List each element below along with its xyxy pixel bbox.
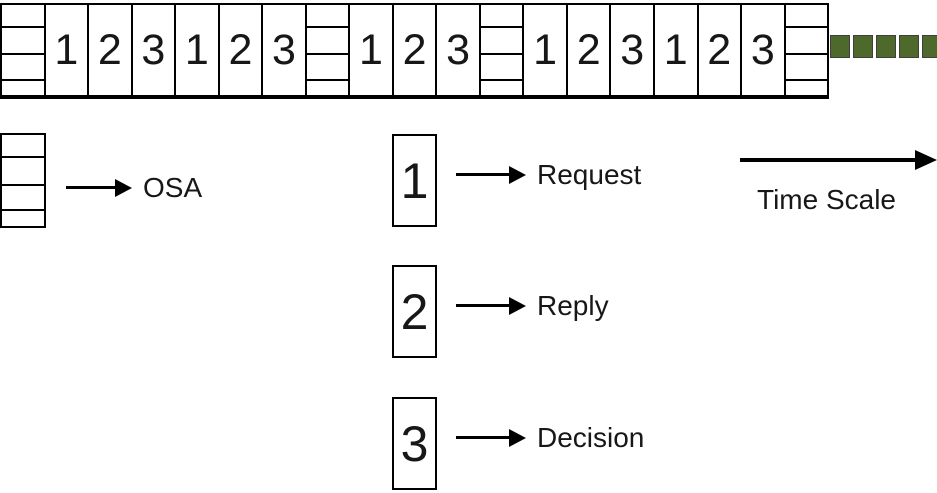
strip-cell-slot-2: 2: [89, 5, 133, 95]
continuation-square: [899, 35, 919, 58]
strip-cell-slot-3: 3: [742, 5, 786, 95]
continuation-square: [853, 35, 873, 58]
strip-cell-slot-3: 3: [133, 5, 177, 95]
legend-row-reply: 2 Reply: [392, 265, 609, 358]
osa-symbol-row: [306, 55, 349, 81]
continuation-square: [876, 35, 896, 58]
continuation-square: [922, 35, 937, 58]
strip-cell-osa: [785, 5, 828, 95]
osa-symbol-row: [2, 5, 44, 28]
request-label: Request: [537, 158, 642, 190]
slot-1-box: 1: [392, 134, 437, 227]
slot-2-box: 2: [392, 265, 437, 358]
arrow-line: [456, 173, 509, 176]
time-scale-group: Time Scale: [740, 150, 937, 216]
strip-cell-slot-1: 1: [655, 5, 699, 95]
strip-cell-slot-2: 2: [394, 5, 438, 95]
osa-symbol: [0, 133, 46, 228]
arrow-line: [456, 304, 509, 307]
time-scale-label: Time Scale: [757, 184, 897, 215]
osa-symbol: [2, 5, 44, 95]
osa-symbol: [785, 5, 828, 95]
decision-label: Decision: [537, 421, 645, 453]
osa-symbol-row: [785, 55, 828, 81]
strip-cell-slot-1: 1: [524, 5, 568, 95]
strip-cell-slot-3: 3: [611, 5, 655, 95]
legend-arrow: [456, 428, 526, 447]
osa-label: OSA: [143, 171, 203, 203]
legend-arrow: [456, 165, 526, 184]
osa-symbol-row: [785, 28, 828, 56]
strip-cell-slot-2: 2: [699, 5, 743, 95]
continuation-squares: [830, 35, 937, 58]
continuation-square: [830, 35, 850, 58]
osa-symbol-row: [2, 211, 44, 226]
osa-symbol-row: [307, 81, 349, 95]
osa-symbol-row: [2, 135, 44, 158]
arrow-head-icon: [509, 165, 526, 184]
legend-arrow: [66, 178, 132, 197]
osa-symbol-row: [2, 55, 44, 81]
strip-cell-slot-3: 3: [263, 5, 307, 95]
osa-symbol-row: [786, 81, 828, 95]
osa-symbol-row: [2, 28, 44, 56]
osa-symbol-row: [2, 81, 44, 95]
arrow-head-icon: [915, 150, 937, 170]
osa-symbol-row: [785, 5, 828, 28]
strip-cell-osa: [480, 5, 525, 95]
osa-symbol-row: [480, 28, 523, 56]
strip-cell-osa: [2, 5, 46, 95]
strip-cell-slot-2: 2: [220, 5, 264, 95]
strip-cell-slot-2: 2: [568, 5, 612, 95]
arrow-line: [740, 158, 915, 162]
legend-row-osa: OSA: [0, 133, 202, 228]
legend-row-decision: 3 Decision: [392, 397, 644, 490]
osa-symbol-row: [480, 55, 523, 81]
osa-symbol-row: [2, 186, 44, 212]
slot-3-box: 3: [392, 397, 437, 490]
osa-symbol-row: [306, 5, 349, 28]
legend-row-request: 1 Request: [392, 134, 641, 227]
strip-cell-slot-1: 1: [350, 5, 394, 95]
strip-cell-slot-3: 3: [437, 5, 481, 95]
strip-cell-slot-1: 1: [46, 5, 90, 95]
osa-symbol: [480, 5, 523, 95]
osa-symbol: [306, 5, 349, 95]
arrow-line: [456, 436, 509, 439]
arrow-head-icon: [509, 296, 526, 315]
osa-symbol-row: [2, 158, 44, 186]
arrow-line: [66, 186, 115, 189]
strip-cell-osa: [306, 5, 351, 95]
reply-label: Reply: [537, 289, 609, 321]
legend-arrow: [456, 296, 526, 315]
time-scale-arrow: [740, 150, 937, 170]
osa-symbol-row: [480, 5, 523, 28]
strip-cell-slot-1: 1: [176, 5, 220, 95]
osa-symbol-row: [481, 81, 523, 95]
arrow-head-icon: [509, 428, 526, 447]
osa-symbol-row: [306, 28, 349, 56]
arrow-head-icon: [115, 178, 132, 197]
